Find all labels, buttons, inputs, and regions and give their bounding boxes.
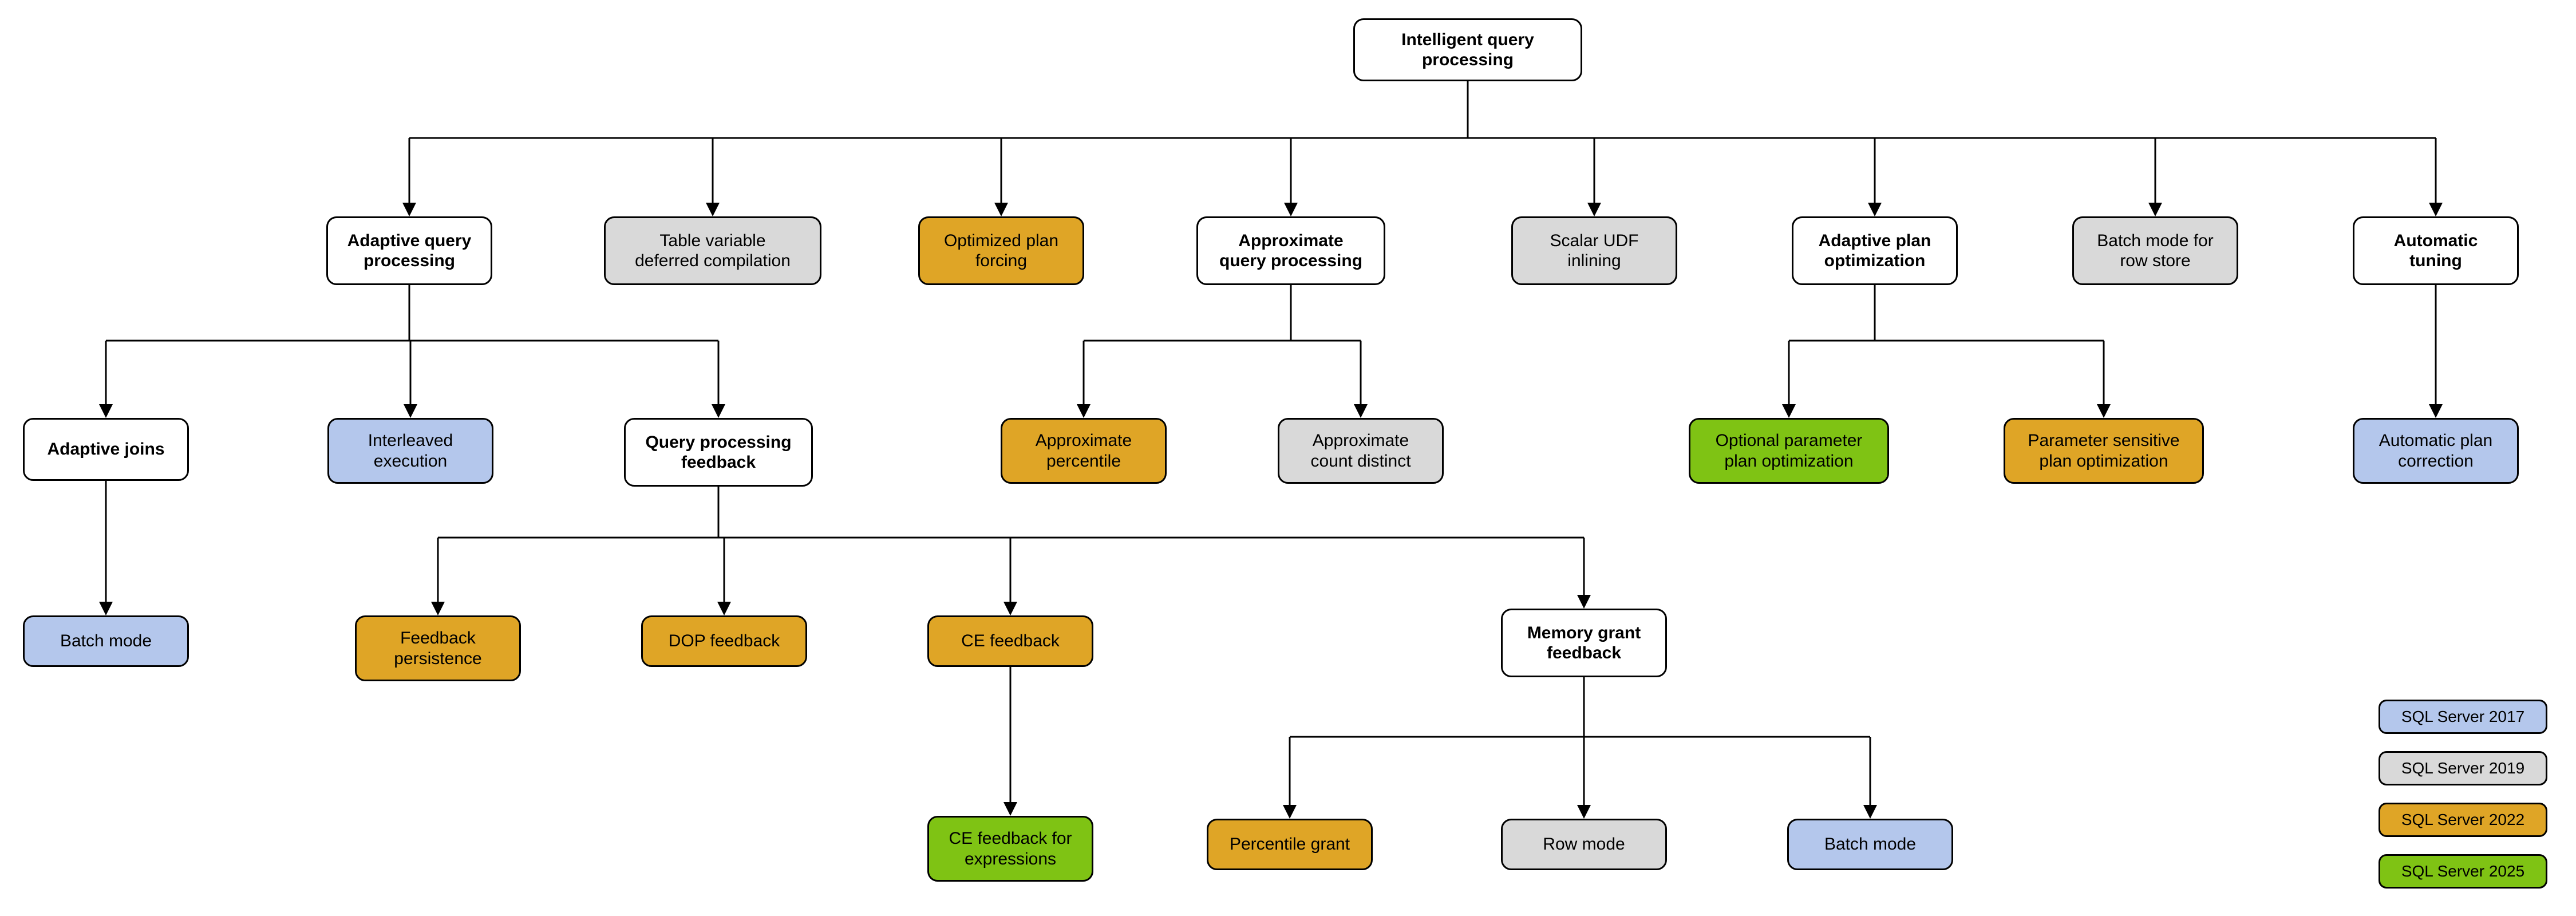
legend-item-2022: SQL Server 2022 [2379,803,2547,837]
node-aqp[interactable]: Adaptive query processing [326,216,492,285]
legend-item-2017: SQL Server 2017 [2379,700,2547,734]
node-at[interactable]: Automatic tuning [2353,216,2519,285]
node-ie[interactable]: Interleaved execution [327,418,493,484]
node-rm[interactable]: Row mode [1501,819,1667,870]
node-pspo[interactable]: Parameter sensitive plan optimization [2004,418,2204,484]
node-ce[interactable]: CE feedback [927,615,1093,667]
node-mgf[interactable]: Memory grant feedback [1501,609,1667,677]
node-dop[interactable]: DOP feedback [641,615,807,667]
node-oppo[interactable]: Optional parameter plan optimization [1689,418,1889,484]
node-opf[interactable]: Optimized plan forcing [918,216,1084,285]
legend-item-2019: SQL Server 2019 [2379,751,2547,785]
node-tvdc[interactable]: Table variable deferred compilation [604,216,821,285]
node-acd[interactable]: Approximate count distinct [1278,418,1444,484]
node-cefe[interactable]: CE feedback for expressions [927,816,1093,882]
node-pg[interactable]: Percentile grant [1207,819,1373,870]
legend-item-2025: SQL Server 2025 [2379,854,2547,889]
node-apc[interactable]: Automatic plan correction [2353,418,2519,484]
node-qpf[interactable]: Query processing feedback [624,418,813,487]
node-fp[interactable]: Feedback persistence [355,615,521,681]
node-sudf[interactable]: Scalar UDF inlining [1511,216,1677,285]
node-apo[interactable]: Adaptive plan optimization [1792,216,1958,285]
node-ap[interactable]: Approximate percentile [1001,418,1167,484]
node-bm2[interactable]: Batch mode [1787,819,1953,870]
node-bmrs[interactable]: Batch mode for row store [2072,216,2238,285]
node-aj[interactable]: Adaptive joins [23,418,189,481]
node-bm1[interactable]: Batch mode [23,615,189,667]
node-aqprc[interactable]: Approximate query processing [1196,216,1385,285]
node-root[interactable]: Intelligent query processing [1353,18,1582,81]
